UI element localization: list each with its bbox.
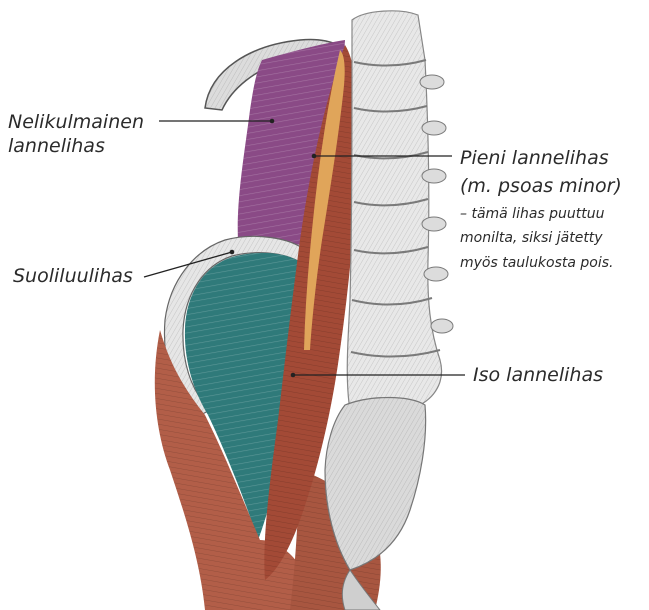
label-psoas-minor-note3: myös taulukosta pois.	[460, 253, 614, 274]
label-psoas-minor-line1: Pieni lannelihas	[460, 146, 609, 170]
label-quadratus-line2: lannelihas	[8, 134, 105, 158]
label-psoas-minor-line2: (m. psoas minor)	[460, 174, 622, 198]
label-iliacus: Suoliluulihas	[13, 264, 133, 288]
label-psoas-minor-note1: – tämä lihas puuttuu	[460, 204, 605, 225]
lumbar-spine	[347, 11, 453, 410]
label-quadratus-line1: Nelikulmainen	[8, 110, 144, 134]
label-psoas-minor-note2: monilta, siksi jätetty	[460, 228, 603, 249]
label-psoas-major: Iso lannelihas	[473, 363, 603, 387]
